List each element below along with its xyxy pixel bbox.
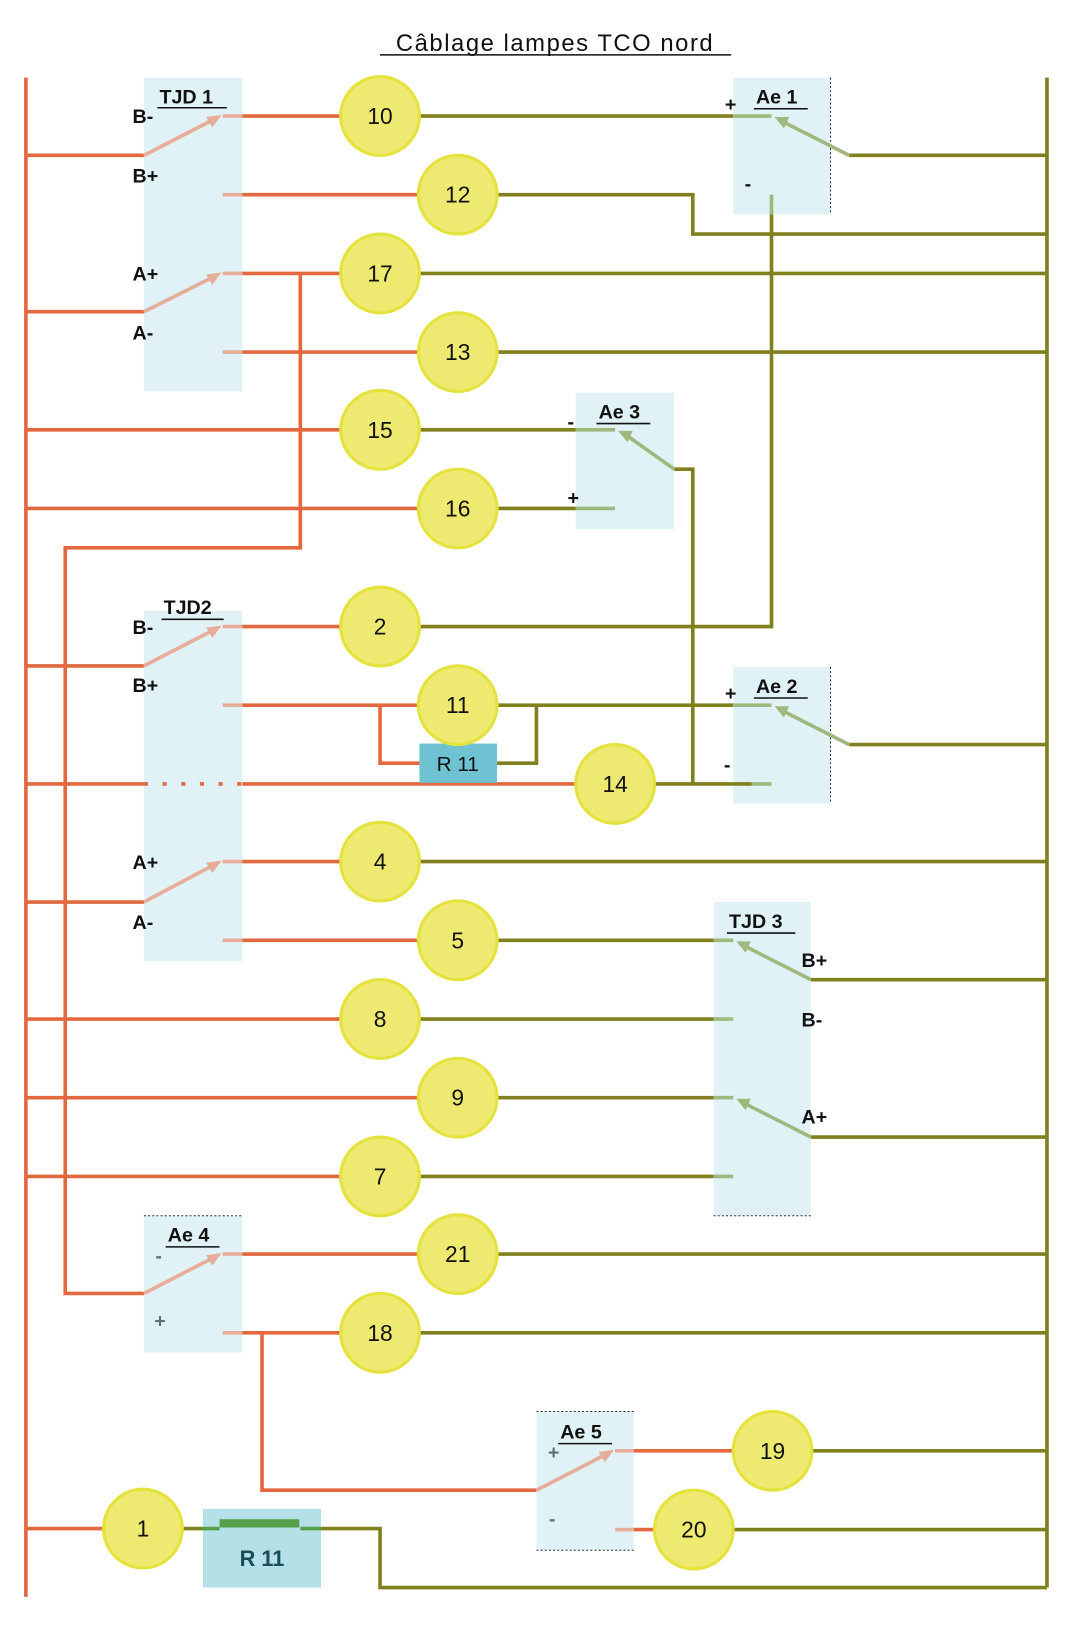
ae1-pin-plus: + [725,94,736,116]
lamp-9: 9 [416,1056,499,1139]
ae5-pin-plus: + [548,1442,559,1464]
tjd1-pin-b-plus: B+ [133,165,159,187]
svg-text:19: 19 [760,1438,785,1464]
lamp-21: 21 [416,1213,499,1296]
ae4-pin-minus: - [155,1245,162,1267]
lamp-13: 13 [416,311,499,394]
lamp-2: 2 [339,585,421,668]
lamp-15: 15 [339,388,421,471]
svg-text:4: 4 [374,849,387,875]
switch-box-ae2 [733,666,831,804]
svg-text:18: 18 [367,1320,392,1346]
switch-box-tjd1 [143,77,243,392]
svg-text:1: 1 [137,1516,150,1542]
tjd3-pin-b-minus: B- [802,1009,823,1031]
svg-text:21: 21 [445,1241,470,1267]
ae3-pin-minus: - [567,412,574,434]
svg-text:9: 9 [451,1085,464,1111]
tjd2-pin-b-plus: B+ [133,675,159,697]
lamp-5: 5 [416,899,499,982]
lamp-18: 18 [339,1291,421,1374]
ae5-label: Ae 5 [560,1421,602,1443]
tjd1-pin-a-minus: A- [133,323,154,345]
ae1-label: Ae 1 [756,87,798,109]
ae5-pin-minus: - [549,1508,556,1530]
resistor-r11-bottom-label: R 11 [240,1546,285,1571]
svg-text:2: 2 [374,614,387,640]
ae4-label: Ae 4 [168,1225,210,1247]
svg-text:5: 5 [451,927,464,953]
ae3-label: Ae 3 [599,401,641,423]
lamp-10: 10 [339,75,421,157]
svg-text:12: 12 [445,182,470,208]
lamp-8: 8 [339,978,421,1060]
tjd1-label: TJD 1 [159,87,213,109]
lamp-7: 7 [339,1135,421,1218]
tjd3-pin-b-plus: B+ [802,950,828,972]
lamp-12: 12 [416,153,499,236]
svg-text:15: 15 [367,417,392,443]
diagram-title: Câblage lampes TCO nord [396,30,714,57]
svg-text:8: 8 [374,1006,387,1032]
resistor-r11-top-label: R 11 [437,753,479,776]
positive-wires [182,114,1047,1590]
lamp-16: 16 [416,467,499,550]
tjd3-label: TJD 3 [729,911,783,933]
lamp-14: 14 [574,743,657,825]
tjd2-label: TJD2 [164,597,212,619]
lamp-17: 17 [339,232,421,315]
tjd2-pin-b-minus: B- [133,617,154,639]
tjd1-pin-a-plus: A+ [133,264,159,286]
tjd3-pin-a-plus: A+ [802,1107,828,1129]
svg-text:17: 17 [367,260,392,286]
positive-switch-contacts [575,114,850,1179]
switch-box-tjd3 [713,902,811,1216]
svg-text:16: 16 [445,495,470,521]
svg-text:7: 7 [374,1163,387,1189]
svg-text:20: 20 [681,1517,706,1543]
ae4-pin-plus: + [154,1311,165,1333]
lamp-11: 11 [416,664,499,747]
ae1-pin-minus: - [745,174,752,196]
switch-box-tjd2 [143,611,243,962]
ae2-pin-plus: + [725,683,736,705]
switch-box-ae3 [575,392,675,530]
svg-text:14: 14 [602,771,627,797]
lamp-1: 1 [102,1487,184,1570]
lamp-4: 4 [339,820,421,903]
tjd2-pin-a-plus: A+ [133,852,159,874]
tjd2-pin-a-minus: A- [133,912,154,934]
negative-wires [25,114,734,1532]
ae3-pin-plus: + [567,487,578,509]
switch-box-ae1 [733,77,831,215]
svg-text:10: 10 [367,103,392,129]
lamp-19: 19 [731,1409,814,1492]
ae2-pin-minus: - [724,755,731,777]
svg-text:13: 13 [445,339,470,365]
negative-switch-contacts [143,114,634,1532]
ae2-label: Ae 2 [756,676,798,698]
lamp-20: 20 [652,1488,735,1571]
resistor-r11-top [419,743,498,783]
svg-text:11: 11 [446,692,470,718]
tjd1-pin-b-minus: B- [133,106,154,128]
